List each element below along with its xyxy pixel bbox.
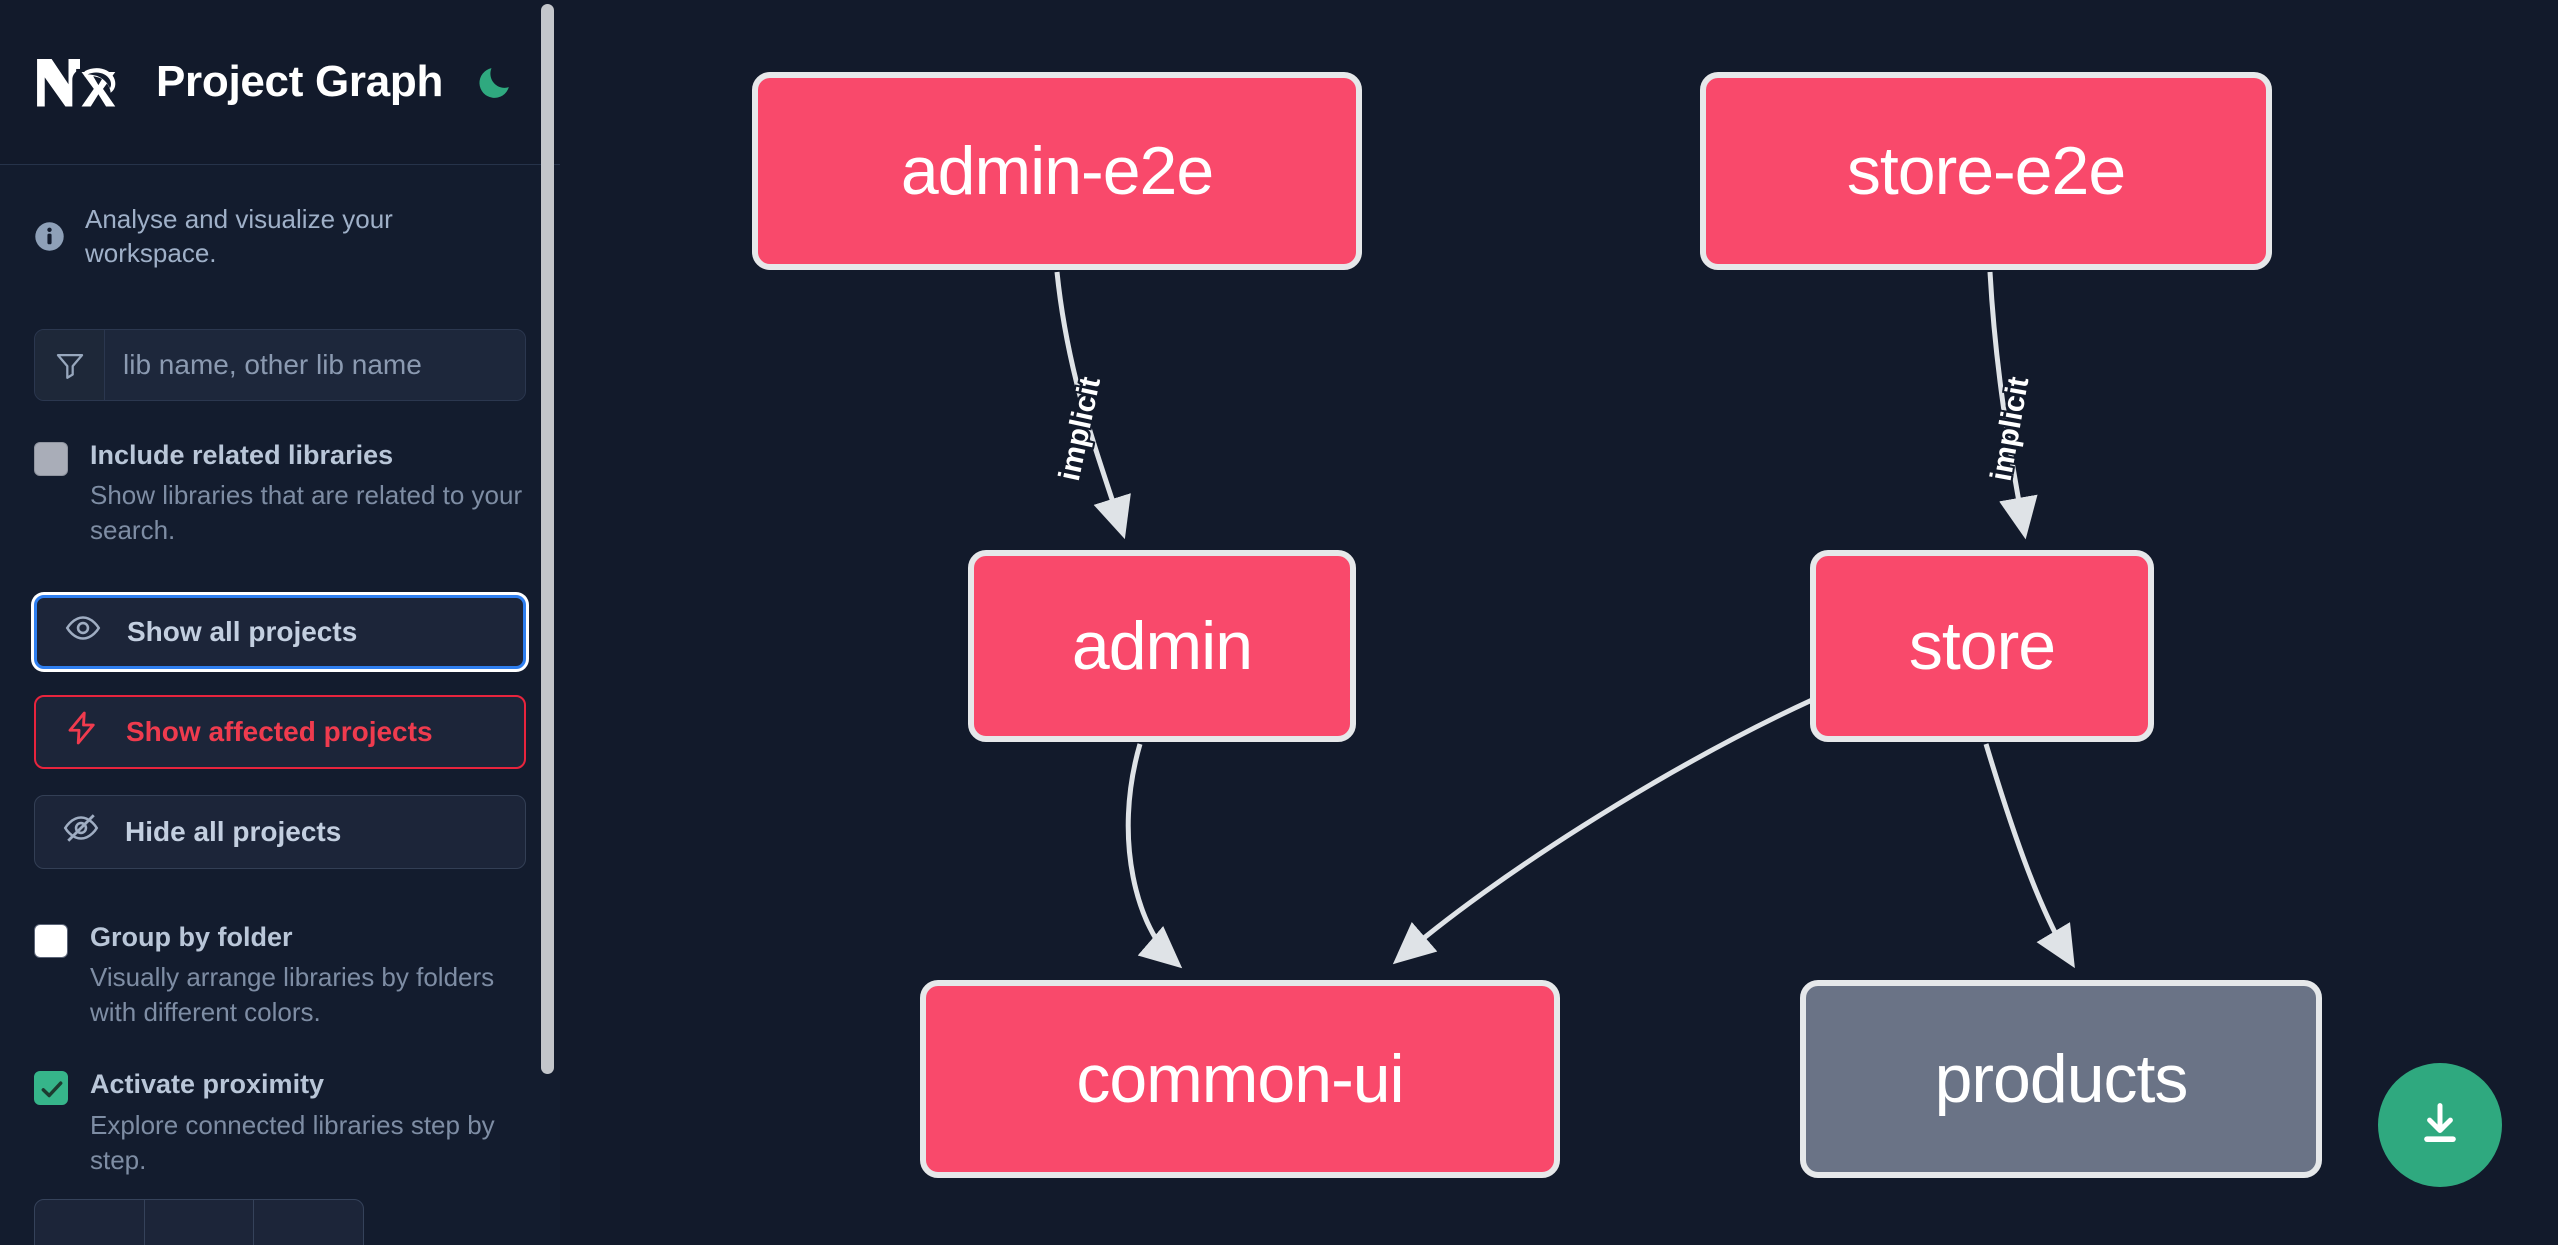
graph-node-common-ui[interactable]: common-ui	[920, 980, 1560, 1178]
graph-node-admin-label: admin	[1071, 608, 1253, 684]
edge-store-products	[1983, 743, 2075, 969]
activate-proximity-checkbox[interactable]	[34, 1071, 68, 1106]
include-related-libraries-label: Include related libraries	[90, 439, 394, 470]
analyse-row: Analyse and visualize your workspace.	[34, 165, 526, 281]
edge-admin-common-ui	[1125, 743, 1183, 969]
proximity-increment-cell[interactable]	[254, 1200, 363, 1245]
include-related-libraries-checkbox[interactable]	[34, 441, 68, 476]
filter-funnel-icon	[35, 329, 105, 400]
show-affected-projects-button[interactable]: Show affected projects	[34, 694, 526, 769]
show-all-projects-label: Show all projects	[127, 615, 358, 647]
group-by-folder-checkbox[interactable]	[34, 923, 68, 958]
edge-store-e2e-store	[1987, 271, 2038, 540]
sidebar-header: Project Graph	[0, 0, 560, 165]
eye-slash-icon	[63, 810, 99, 853]
info-circle-icon	[34, 221, 65, 252]
option-group-by-folder[interactable]: Group by folder Visually arrange librari…	[34, 921, 526, 1031]
graph-node-products[interactable]: products	[1800, 980, 2322, 1178]
nx-logo	[34, 51, 126, 113]
search-box[interactable]	[34, 328, 526, 401]
graph-node-store-label: store	[1908, 608, 2056, 684]
graph-node-products-label: products	[1934, 1041, 2189, 1117]
graph-node-admin-e2e-label: admin-e2e	[900, 133, 1214, 209]
graph-node-admin-e2e[interactable]: admin-e2e	[752, 72, 1362, 270]
proximity-value-cell[interactable]	[145, 1200, 255, 1245]
group-by-folder-description: Visually arrange libraries by folders wi…	[90, 962, 495, 1028]
hide-all-projects-label: Hide all projects	[125, 815, 342, 847]
graph-action-buttons: Show all projects Show affected projects	[34, 594, 526, 869]
download-graph-button[interactable]	[2378, 1063, 2502, 1187]
show-affected-projects-label: Show affected projects	[126, 715, 433, 747]
graph-node-admin[interactable]: admin	[968, 550, 1356, 742]
sidebar-scrollbar[interactable]	[541, 4, 554, 1074]
group-by-folder-label: Group by folder	[90, 921, 293, 952]
app-title: Project Graph	[156, 57, 444, 106]
search-input[interactable]	[105, 329, 525, 400]
proximity-decrement-cell[interactable]	[35, 1200, 145, 1245]
graph-node-store[interactable]: store	[1810, 550, 2154, 742]
show-all-projects-button[interactable]: Show all projects	[34, 594, 526, 669]
include-related-libraries-description: Show libraries that are related to your …	[90, 480, 523, 546]
graph-canvas[interactable]: admin-e2e store-e2e admin store common-u…	[560, 0, 2558, 1245]
eye-icon	[65, 610, 101, 653]
proximity-stepper-control[interactable]	[34, 1199, 364, 1245]
option-activate-proximity[interactable]: Activate proximity Explore connected lib…	[34, 1068, 526, 1178]
download-icon	[2414, 1098, 2466, 1153]
activate-proximity-label: Activate proximity	[90, 1069, 325, 1100]
edge-store-common-ui	[1392, 697, 1814, 965]
graph-node-common-ui-label: common-ui	[1076, 1041, 1404, 1117]
graph-node-store-e2e[interactable]: store-e2e	[1700, 72, 2272, 270]
analyse-text: Analyse and visualize your workspace.	[85, 204, 393, 268]
option-include-related-libraries[interactable]: Include related libraries Show libraries…	[34, 439, 526, 549]
sidebar-body: Analyse and visualize your workspace. In…	[0, 165, 560, 1178]
sidebar: Project Graph Analyse and visualize your…	[0, 0, 560, 1245]
edge-admin-e2e-admin	[1054, 271, 1131, 540]
graph-node-store-e2e-label: store-e2e	[1846, 133, 2126, 209]
lightning-bolt-icon	[64, 710, 100, 753]
graph-edges	[1054, 271, 2075, 969]
moon-icon[interactable]	[471, 58, 519, 106]
hide-all-projects-button[interactable]: Hide all projects	[34, 794, 526, 869]
activate-proximity-description: Explore connected libraries step by step…	[90, 1110, 495, 1176]
